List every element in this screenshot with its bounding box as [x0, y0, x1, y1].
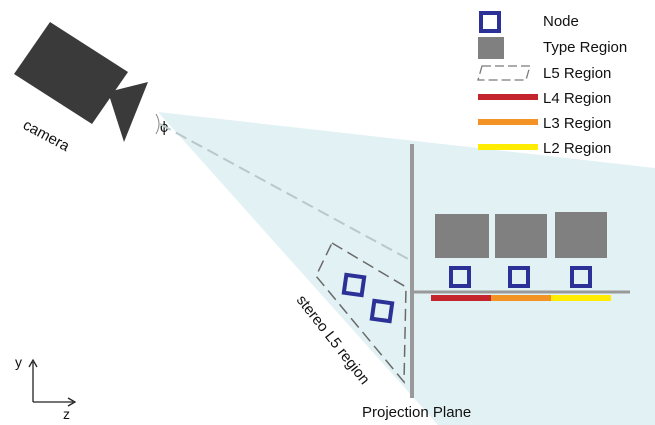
y-axis-label: y — [15, 354, 22, 370]
legend-l4-region-label: L4 Region — [543, 90, 611, 107]
type-region-3 — [555, 212, 607, 258]
type-region-2 — [495, 214, 547, 258]
legend-node-label: Node — [543, 13, 579, 30]
z-axis-label: z — [63, 406, 70, 422]
legend-l3-region-label: L3 Region — [543, 115, 611, 132]
legend-node-swatch — [479, 11, 501, 33]
stereo-node-2 — [369, 298, 395, 324]
view-angle-arc — [155, 113, 160, 135]
legend: Node Type Region L5 Region L4 Region L3 … — [477, 11, 627, 157]
plane-node-3 — [570, 266, 592, 288]
plane-node-2 — [508, 266, 530, 288]
l3-region-bar — [491, 295, 551, 301]
l2-region-bar — [551, 295, 611, 301]
legend-l4-region-swatch — [478, 94, 538, 100]
l4-region-bar — [431, 295, 491, 301]
axes-icon — [28, 358, 77, 407]
type-region-1 — [435, 214, 489, 258]
stereo-l5-region — [315, 241, 407, 385]
stereo-node-1 — [341, 272, 367, 298]
view-angle-label: ϕ — [160, 119, 168, 136]
legend-l2-region-swatch — [478, 144, 538, 150]
camera-sightline — [159, 123, 411, 261]
camera-label: camera — [20, 117, 73, 156]
y-axis-arrowhead — [28, 358, 38, 368]
legend-type-region-swatch — [478, 37, 504, 59]
projection-plane-label: Projection Plane — [362, 404, 471, 421]
view-frustum — [158, 112, 655, 425]
legend-l2-region-label: L2 Region — [543, 140, 611, 157]
plane-node-1 — [449, 266, 471, 288]
legend-l3-region-swatch — [478, 119, 538, 125]
camera-icon — [14, 22, 148, 142]
legend-type-region-label: Type Region — [543, 39, 627, 56]
z-axis-arrowhead — [67, 397, 77, 407]
camera-lens — [108, 82, 148, 142]
legend-l5-region-swatch — [477, 65, 531, 81]
camera-body — [14, 22, 128, 124]
legend-l5-region-label: L5 Region — [543, 65, 611, 82]
